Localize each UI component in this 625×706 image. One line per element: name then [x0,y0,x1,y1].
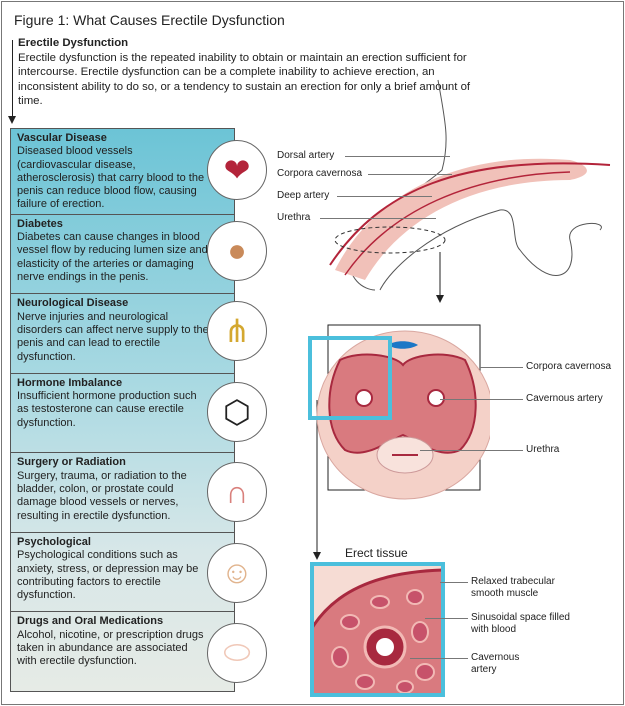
cause-heading: Vascular Disease [17,132,107,144]
cause-text: Psychological conditions such as anxiety… [17,549,199,602]
colon-icon: ∩ [207,462,267,522]
label-urethra: Urethra [277,212,311,223]
cause-text: Nerve injuries and neurological disorder… [17,310,209,363]
label-corpora-cavernosa: Corpora cavernosa [277,168,363,179]
steroid-molecule-icon: ⬡ [207,381,267,442]
head-icon: ☺ [207,542,267,603]
intro: Erectile Dysfunction Erectile dysfunctio… [18,36,473,109]
label-urethra-section: Urethra [526,444,560,455]
flow-arrow [8,116,16,124]
figure-title: Figure 1: What Causes Erectile Dysfuncti… [14,12,285,28]
cause-heading: Psychological [17,535,91,548]
cause-text: Surgery, trauma, or radiation to the bla… [17,469,187,522]
cause-heading: Surgery or Radiation [17,456,126,469]
nerves-icon: ⋔ [207,301,267,361]
label-dorsal-artery: Dorsal artery [277,150,335,161]
intro-text: Erectile dysfunction is the repeated ina… [18,51,471,108]
cause-heading: Neurological Disease [17,297,129,310]
section-marker [334,226,446,254]
label-cavernous-artery-section: Cavernous artery [526,393,603,404]
cause-text: Alcohol, nicotine, or prescription drugs… [17,628,204,668]
label-sinusoidal-space: Sinusoidal space filled with blood [471,612,570,635]
label-cavernous-artery-tissue: Cavernous artery [471,652,520,675]
pancreas-icon: ● [207,220,267,281]
pill-icon: ⬭ [207,623,267,683]
cause-heading: Diabetes [17,217,63,230]
intro-heading: Erectile Dysfunction [18,37,129,49]
cause-text: Insufficient hormone production such as … [17,390,197,429]
heart-icon: ❤ [207,140,267,200]
erect-tissue-title: Erect tissue [345,546,408,560]
label-trabecular-muscle: Relaxed trabecular smooth muscle [471,576,555,599]
label-deep-artery: Deep artery [277,190,330,201]
cross-section-illustration [308,324,490,560]
label-corpora-cavernosa-section: Corpora cavernosa [526,361,612,372]
cause-heading: Drugs and Oral Medications [17,615,164,628]
cause-heading: Hormone Imbalance [17,376,123,389]
zoom-highlight-box [308,336,392,420]
cause-text: Diseased blood vessels (cardiovascular d… [17,145,205,211]
flow-line [12,40,13,118]
cause-text: Diabetes can cause changes in blood vess… [17,231,208,283]
erect-tissue-illustration [310,562,445,697]
